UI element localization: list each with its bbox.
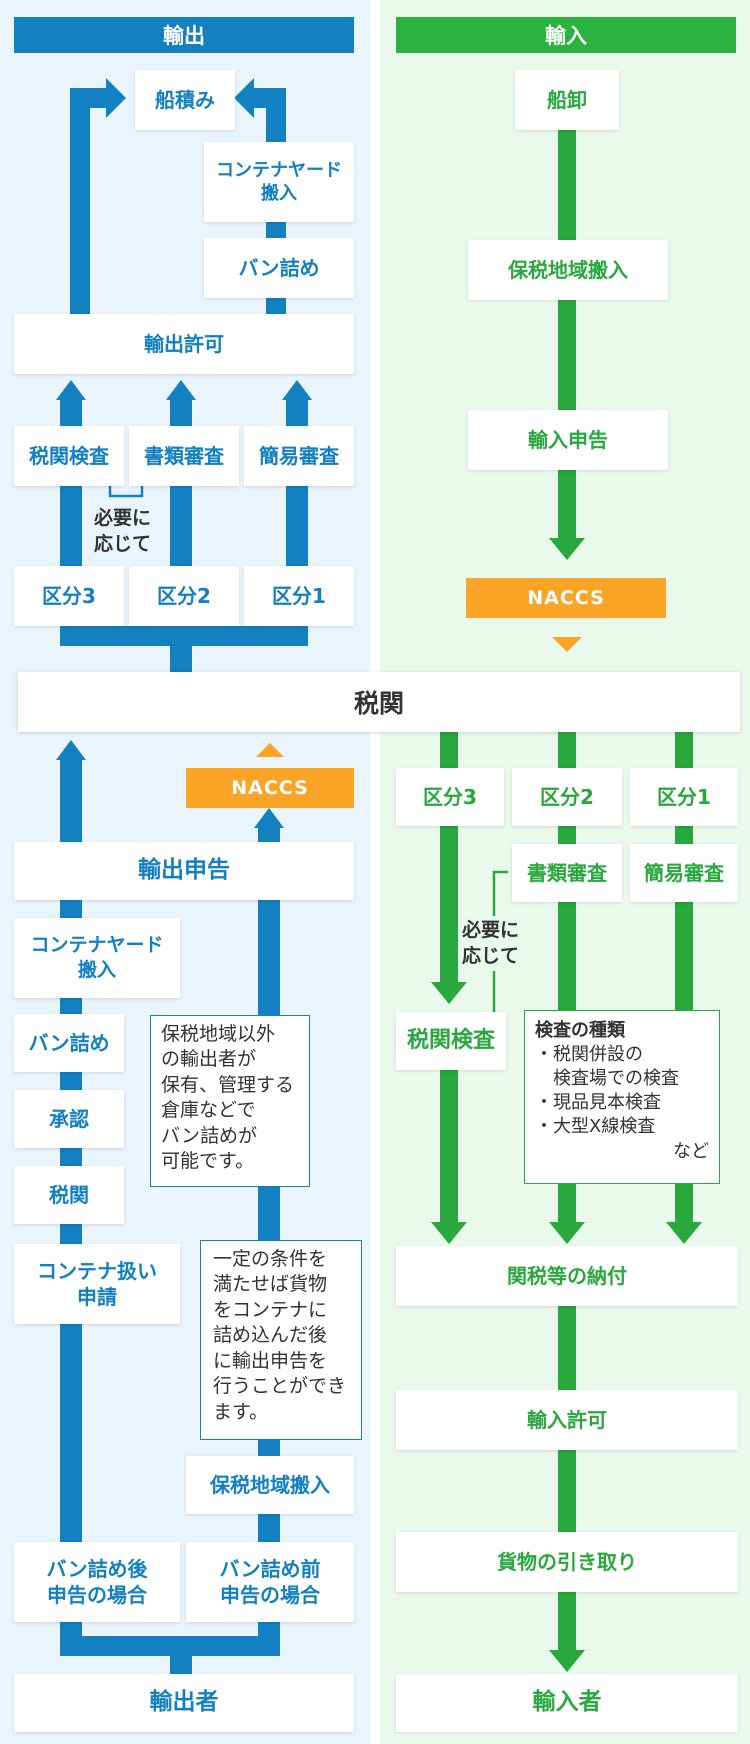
export-document-review: 書類審査 [129, 426, 239, 486]
export-merge-down [170, 626, 192, 674]
export-before-vanning-case: バン詰め前 申告の場合 [186, 1542, 354, 1622]
export-header: 輸出 [14, 17, 354, 53]
import-pickup: 貨物の引き取り [396, 1532, 738, 1592]
import-line-cat3-lower [440, 1060, 458, 1226]
export-naccs-triangle [256, 743, 284, 757]
export-left-up-line [70, 88, 90, 316]
importer: 輸入者 [396, 1674, 738, 1732]
export-vanning-top: バン詰め [204, 238, 354, 298]
export-loading: 船積み [135, 70, 235, 130]
export-arrow-to-naccs [254, 808, 284, 828]
import-payment: 関税等の納付 [396, 1246, 738, 1306]
export-after-vanning-case: バン詰め後 申告の場合 [14, 1542, 180, 1622]
export-top-horizontal [70, 88, 110, 108]
import-arrow-cat1-payment [666, 1222, 702, 1244]
export-arrow-cat2 [166, 380, 196, 400]
import-declaration: 輸入申告 [468, 410, 668, 470]
export-cat1: 区分1 [244, 566, 354, 626]
export-simple-review: 簡易審査 [244, 426, 354, 486]
export-note-vanning: 保税地域以外 の輸出者が 保有、管理する 倉庫などで バン詰めが 可能です。 [150, 1015, 310, 1187]
import-as-needed-label: 必要に 応じて [462, 916, 532, 972]
export-permit: 輸出許可 [14, 314, 354, 374]
import-simple-review: 簡易審査 [630, 844, 738, 902]
import-naccs-triangle [552, 637, 582, 652]
import-arrow-to-naccs [549, 538, 585, 560]
import-inspection-kinds-box: 検査の種類 ・税関併設の 検査場での検査 ・現品見本検査 ・大型X線検査 など [524, 1010, 720, 1184]
import-bonded-carry-in: 保税地域搬入 [468, 240, 668, 300]
export-cy-carry-in-top: コンテナヤード 搬入 [204, 142, 354, 222]
import-arrow-to-inspection [431, 982, 467, 1004]
import-permit: 輸入許可 [396, 1390, 738, 1450]
import-arrow-to-importer [549, 1650, 585, 1672]
export-cat2: 区分2 [129, 566, 239, 626]
export-vanning: バン詰め [14, 1014, 124, 1072]
exporter: 輸出者 [14, 1674, 354, 1732]
export-bottom-down [170, 1636, 192, 1676]
export-arrow-cat1 [282, 380, 312, 400]
import-unloading: 船卸 [515, 70, 619, 130]
import-naccs: NACCS [466, 578, 666, 618]
export-tax-inspection: 税関検査 [14, 426, 124, 486]
import-document-review: 書類審査 [512, 844, 622, 902]
export-approval: 承認 [14, 1090, 124, 1148]
export-as-needed-bracket [108, 484, 144, 498]
inspection-kind-item: ・現品見本検査 [535, 1092, 661, 1114]
export-arrow-to-loading-right [234, 78, 254, 118]
export-line-permit-to-van [266, 298, 286, 318]
export-cat3: 区分3 [14, 566, 124, 626]
inspection-kind-item: ・税関併設の 検査場での検査 [535, 1044, 679, 1090]
inspection-kind-item: ・大型X線検査 [535, 1116, 656, 1138]
import-header: 輸入 [396, 17, 736, 53]
export-naccs: NACCS [186, 768, 354, 808]
import-cat2: 区分2 [512, 768, 622, 826]
export-declaration: 輸出申告 [14, 842, 354, 900]
export-arrow-to-customs-left [56, 740, 86, 760]
inspection-kinds-title: 検査の種類 [535, 1020, 625, 1041]
import-arrow-cat2-payment [549, 1222, 585, 1244]
export-note-condition: 一定の条件を 満たせば貨物 をコンテナに 詰め込んだ後 に輸出申告を 行うことが… [200, 1240, 362, 1440]
export-arrow-to-loading-left [106, 78, 126, 118]
import-cat1: 区分1 [630, 768, 738, 826]
export-as-needed-label: 必要に 応じて [94, 504, 164, 560]
import-cat3: 区分3 [396, 768, 504, 826]
import-main-line-top [558, 128, 576, 538]
import-arrow-cat3-payment [431, 1222, 467, 1244]
export-container-application: コンテナ扱い 申請 [14, 1244, 180, 1324]
customs: 税関 [18, 672, 740, 732]
inspection-kinds-etc: など [673, 1140, 709, 1162]
import-tax-inspection: 税関検査 [396, 1012, 506, 1070]
export-lower-right-line [258, 822, 280, 1655]
export-arrow-cat3 [56, 380, 86, 400]
export-cy-carry-in: コンテナヤード 搬入 [14, 918, 180, 998]
export-customs-small: 税関 [14, 1166, 124, 1224]
export-top-horizontal-right [250, 88, 286, 108]
import-main-line-bottom [558, 1300, 576, 1654]
export-bonded-carry-in: 保税地域搬入 [186, 1456, 354, 1514]
